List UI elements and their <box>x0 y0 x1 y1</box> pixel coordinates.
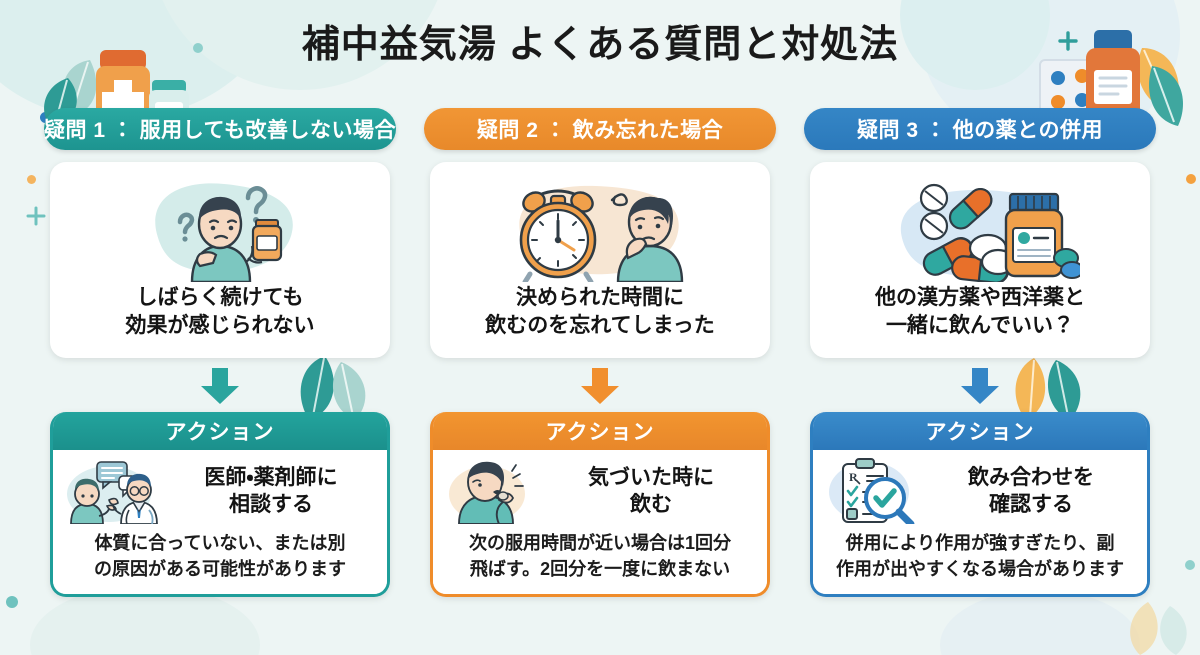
question-pill-label-2: 疑問 2 ： 飲み忘れた場合 <box>476 119 724 142</box>
columns-container: 疑問 1 ： 服用しても改善しない場合 <box>0 108 1200 598</box>
confused-person-with-medicine-bottle-icon <box>120 170 320 284</box>
action-desc-1: 体質に合っていない、または別の原因がある可能性があります <box>94 533 346 579</box>
dot-decoration <box>27 175 36 184</box>
doctor-pharmacist-consultation-icon <box>63 458 159 525</box>
question-text-2: 決められた時間に飲むのを忘れてしまった <box>485 286 715 337</box>
svg-text:R: R <box>849 470 858 484</box>
pills-and-medicine-bottle-icon <box>880 170 1084 284</box>
action-body-1: 医師・薬剤師に相談する 体質に合っていない、または別の原因がある可能性があります <box>53 450 387 595</box>
action-header-2: アクション <box>433 412 767 450</box>
action-card-3: アクション R <box>810 412 1150 598</box>
action-header-3: アクション <box>813 412 1147 450</box>
dot-decoration <box>1185 560 1195 570</box>
down-arrow-icon-1 <box>201 368 239 404</box>
leaf-decoration <box>300 356 366 420</box>
action-desc-3: 併用により作用が強すぎたり、副作用が出やすくなる場合があります <box>836 533 1124 579</box>
alarm-clock-worried-person-icon <box>500 170 700 285</box>
question-pill-3[interactable]: 疑問 3 ： 他の薬との併用 <box>804 108 1156 150</box>
action-header-label-2: アクション <box>545 421 655 444</box>
action-title-1: 医師・薬剤師に相談する <box>204 465 338 516</box>
down-arrow-icon-2 <box>581 368 619 404</box>
action-title-2: 気づいた時に飲む <box>588 465 714 516</box>
medicine-bottle-blister-decoration <box>1039 30 1183 127</box>
person-taking-medicine-icon <box>443 458 539 525</box>
question-card-2: 決められた時間に飲むのを忘れてしまった <box>430 162 770 358</box>
action-card-1: アクション <box>50 412 390 598</box>
action-row-1: 医師・薬剤師に相談する <box>63 458 377 525</box>
dot-decoration <box>40 112 51 123</box>
dot-decoration <box>1186 174 1196 184</box>
question-text-1: しばらく続けても効果が感じられない <box>125 286 315 337</box>
column-question-2: 疑問 2 ： 飲み忘れた場合 <box>424 108 776 598</box>
column-question-1: 疑問 1 ： 服用しても改善しない場合 <box>44 108 396 598</box>
question-pill-2[interactable]: 疑問 2 ： 飲み忘れた場合 <box>424 108 776 150</box>
question-card-1: しばらく続けても効果が感じられない <box>50 162 390 358</box>
plus-decoration <box>26 206 46 226</box>
action-header-label-3: アクション <box>925 421 1035 444</box>
question-card-3: 他の漢方薬や西洋薬と一緒に飲んでいい？ <box>810 162 1150 358</box>
action-desc-2: 次の服用時間が近い場合は1回分飛ばす。2回分を一度に飲まない <box>468 533 731 579</box>
dot-decoration <box>6 596 18 608</box>
action-row-2: 気づいた時に飲む <box>443 458 757 525</box>
leaf-decoration <box>1015 358 1081 420</box>
page-title: 補中益気湯 よくある質問と対処法 <box>301 24 899 66</box>
question-pill-label-3: 疑問 3 ： 他の薬との併用 <box>857 119 1103 142</box>
question-pill-1[interactable]: 疑問 1 ： 服用しても改善しない場合 <box>44 108 396 150</box>
action-card-2: アクション <box>430 412 770 598</box>
action-row-3: R <box>823 458 1137 528</box>
question-text-3: 他の漢方薬や西洋薬と一緒に飲んでいい？ <box>875 286 1085 337</box>
background-blob <box>940 590 1140 655</box>
question-pill-label-1: 疑問 1 ： 服用しても改善しない場合 <box>44 119 397 142</box>
action-header-1: アクション <box>53 412 387 450</box>
action-title-3: 飲み合わせを確認する <box>968 465 1094 516</box>
plus-decoration <box>1058 31 1078 51</box>
action-body-2: 気づいた時に飲む 次の服用時間が近い場合は1回分飛ばす。2回分を一度に飲まない <box>433 450 767 595</box>
leaf-decoration <box>1130 602 1187 655</box>
column-question-3: 疑問 3 ： 他の薬との併用 <box>804 108 1156 598</box>
page-title-wrapper: 補中益気湯 よくある質問と対処法 <box>0 22 1200 70</box>
action-header-label-1: アクション <box>165 421 275 444</box>
prescription-checklist-magnifier-icon: R <box>823 458 919 528</box>
dot-decoration <box>193 43 203 53</box>
down-arrow-icon-3 <box>961 368 999 404</box>
action-body-3: R <box>813 450 1147 595</box>
